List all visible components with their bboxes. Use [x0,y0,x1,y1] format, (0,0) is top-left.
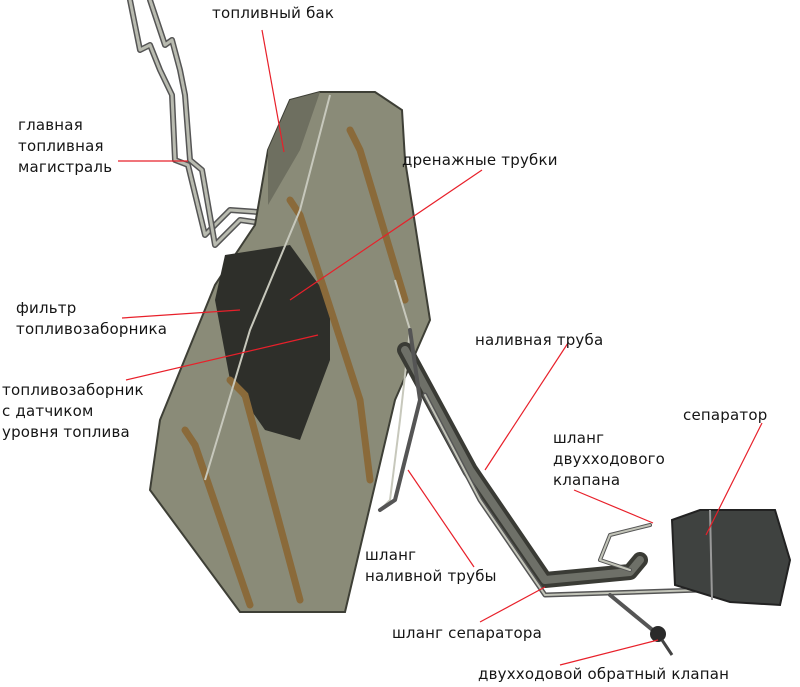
leader-intake-filter [121,309,241,319]
leader-separator-hose [479,586,546,623]
label-line: с датчиком [2,402,94,420]
label-line: топливозаборника [16,320,168,338]
label-separator-hose: шланг сепаратора [392,624,542,642]
leader-lines [118,29,763,666]
label-separator: сепаратор [683,406,768,424]
label-drain-tubes: дренажные трубки [402,151,558,169]
leader-filler-pipe [484,342,569,471]
label-line: топливозаборник [2,381,144,399]
leader-fuel-intake [125,334,319,381]
label-check-valve: двухходовой обратный клапан [478,665,730,683]
separator [670,509,792,607]
label-line: наливной трубы [365,567,497,585]
leader-separator [705,422,763,536]
leader-fuel-tank [261,29,285,153]
label-main-line: главная топливная магистраль [18,115,112,178]
main-fuel-line [127,0,313,248]
leader-two-way-valve-hose [573,489,654,524]
leader-drain-tubes [289,169,483,301]
label-line: главная [18,116,83,134]
label-filler-pipe-hose: шланг наливной трубы [365,545,497,587]
leader-filler-pipe-hose [407,469,475,568]
label-fuel-intake: топливозаборник с датчиком уровня топлив… [2,380,144,443]
label-filler-pipe: наливная труба [475,331,604,349]
label-line: магистраль [18,158,113,176]
label-line: клапана [553,471,621,489]
label-intake-filter: фильтр топливозаборника [16,298,167,340]
label-fuel-tank: топливный бак [212,4,335,22]
label-line: двухходового [553,450,666,468]
leader-check-valve [559,639,659,666]
label-line: шланг [365,546,417,564]
label-line: уровня топлива [2,423,130,441]
label-two-way-valve-hose: шланг двухходового клапана [553,428,665,491]
filler-pipe [378,328,703,634]
fuel-tank [148,91,432,613]
label-line: фильтр [16,299,77,317]
check-valve [650,626,674,656]
label-line: шланг [553,429,605,447]
label-line: топливная [18,137,104,155]
